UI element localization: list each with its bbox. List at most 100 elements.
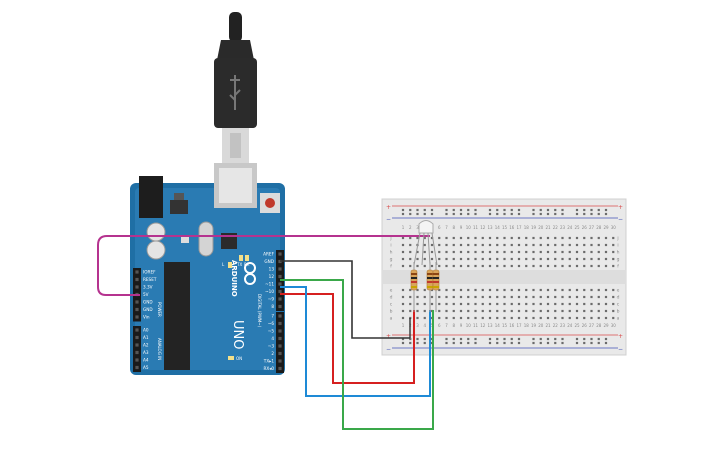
breadboard-hole[interactable] xyxy=(590,288,593,292)
breadboard-hole[interactable] xyxy=(510,295,513,299)
breadboard-hole[interactable] xyxy=(459,309,463,313)
header-pin[interactable] xyxy=(135,335,139,340)
breadboard-hole[interactable] xyxy=(590,264,593,268)
breadboard-hole[interactable] xyxy=(597,302,600,306)
breadboard-hole[interactable] xyxy=(583,309,586,313)
wire-blue-pin10[interactable] xyxy=(280,286,431,397)
rail-hole[interactable] xyxy=(423,341,426,345)
breadboard-hole[interactable] xyxy=(561,302,564,306)
breadboard-hole[interactable] xyxy=(459,295,463,299)
breadboard-hole[interactable] xyxy=(445,236,448,240)
breadboard-hole[interactable] xyxy=(423,309,426,313)
breadboard-hole[interactable] xyxy=(438,236,441,240)
breadboard-hole[interactable] xyxy=(539,236,542,240)
breadboard-hole[interactable] xyxy=(496,243,499,247)
breadboard-hole[interactable] xyxy=(517,309,521,313)
breadboard-hole[interactable] xyxy=(423,295,426,299)
rail-hole[interactable] xyxy=(452,337,455,341)
rail-hole[interactable] xyxy=(488,341,492,345)
breadboard-hole[interactable] xyxy=(539,295,542,299)
breadboard-hole[interactable] xyxy=(445,264,448,268)
breadboard-hole[interactable] xyxy=(503,243,506,247)
breadboard-hole[interactable] xyxy=(481,250,484,254)
breadboard-hole[interactable] xyxy=(590,236,593,240)
rail-hole[interactable] xyxy=(510,208,513,212)
rail-hole[interactable] xyxy=(561,341,564,345)
breadboard-hole[interactable] xyxy=(510,257,513,261)
rail-hole[interactable] xyxy=(554,337,557,341)
breadboard-hole[interactable] xyxy=(481,302,484,306)
header-pin[interactable] xyxy=(135,315,139,319)
breadboard-hole[interactable] xyxy=(546,257,550,261)
header-pin[interactable] xyxy=(278,304,282,309)
breadboard-hole[interactable] xyxy=(612,288,615,292)
breadboard-hole[interactable] xyxy=(525,288,528,292)
breadboard-hole[interactable] xyxy=(496,250,499,254)
breadboard-hole[interactable] xyxy=(583,250,586,254)
breadboard-hole[interactable] xyxy=(416,288,419,292)
rail-hole[interactable] xyxy=(409,341,412,345)
breadboard-hole[interactable] xyxy=(467,236,470,240)
rail-hole[interactable] xyxy=(554,212,557,216)
breadboard-hole[interactable] xyxy=(546,316,550,320)
rail-hole[interactable] xyxy=(401,337,405,341)
rail-hole[interactable] xyxy=(467,208,470,212)
header-pin[interactable] xyxy=(278,252,282,256)
breadboard-hole[interactable] xyxy=(438,295,441,299)
breadboard-hole[interactable] xyxy=(438,302,441,306)
breadboard-hole[interactable] xyxy=(423,236,426,240)
rail-hole[interactable] xyxy=(503,212,506,216)
breadboard-hole[interactable] xyxy=(554,264,557,268)
breadboard-hole[interactable] xyxy=(539,316,542,320)
breadboard-hole[interactable] xyxy=(604,302,608,306)
breadboard-hole[interactable] xyxy=(532,288,535,292)
breadboard-hole[interactable] xyxy=(525,316,528,320)
breadboard-hole[interactable] xyxy=(532,302,535,306)
breadboard-hole[interactable] xyxy=(590,302,593,306)
breadboard-hole[interactable] xyxy=(597,236,600,240)
breadboard-hole[interactable] xyxy=(488,236,492,240)
rail-hole[interactable] xyxy=(445,341,448,345)
breadboard-hole[interactable] xyxy=(597,250,600,254)
rail-hole[interactable] xyxy=(496,337,499,341)
breadboard-hole[interactable] xyxy=(438,250,441,254)
wire-black-gnd[interactable] xyxy=(280,260,410,339)
breadboard-hole[interactable] xyxy=(517,264,521,268)
breadboard-hole[interactable] xyxy=(459,257,463,261)
breadboard-hole[interactable] xyxy=(532,250,535,254)
breadboard-hole[interactable] xyxy=(488,302,492,306)
breadboard-hole[interactable] xyxy=(488,316,492,320)
breadboard-hole[interactable] xyxy=(554,250,557,254)
breadboard-hole[interactable] xyxy=(546,250,550,254)
breadboard-hole[interactable] xyxy=(575,236,579,240)
breadboard-hole[interactable] xyxy=(430,302,434,306)
rail-hole[interactable] xyxy=(604,337,608,341)
breadboard-hole[interactable] xyxy=(401,243,405,247)
breadboard-hole[interactable] xyxy=(488,309,492,313)
breadboard-hole[interactable] xyxy=(416,236,419,240)
breadboard-hole[interactable] xyxy=(401,264,405,268)
breadboard-hole[interactable] xyxy=(409,288,412,292)
breadboard-hole[interactable] xyxy=(467,243,470,247)
breadboard-hole[interactable] xyxy=(510,264,513,268)
rail-hole[interactable] xyxy=(445,208,448,212)
breadboard-hole[interactable] xyxy=(597,295,600,299)
breadboard-hole[interactable] xyxy=(532,236,535,240)
breadboard-hole[interactable] xyxy=(481,257,484,261)
breadboard-hole[interactable] xyxy=(575,257,579,261)
breadboard-hole[interactable] xyxy=(423,243,426,247)
rail-hole[interactable] xyxy=(401,341,405,345)
rail-hole[interactable] xyxy=(575,208,579,212)
breadboard-hole[interactable] xyxy=(496,264,499,268)
breadboard-hole[interactable] xyxy=(503,257,506,261)
breadboard-hole[interactable] xyxy=(474,288,477,292)
rail-hole[interactable] xyxy=(554,341,557,345)
breadboard-hole[interactable] xyxy=(517,302,521,306)
breadboard-hole[interactable] xyxy=(612,257,615,261)
rail-hole[interactable] xyxy=(430,208,434,212)
breadboard-hole[interactable] xyxy=(539,243,542,247)
breadboard-hole[interactable] xyxy=(445,316,448,320)
breadboard-hole[interactable] xyxy=(423,288,426,292)
rail-hole[interactable] xyxy=(452,212,455,216)
breadboard-hole[interactable] xyxy=(517,243,521,247)
